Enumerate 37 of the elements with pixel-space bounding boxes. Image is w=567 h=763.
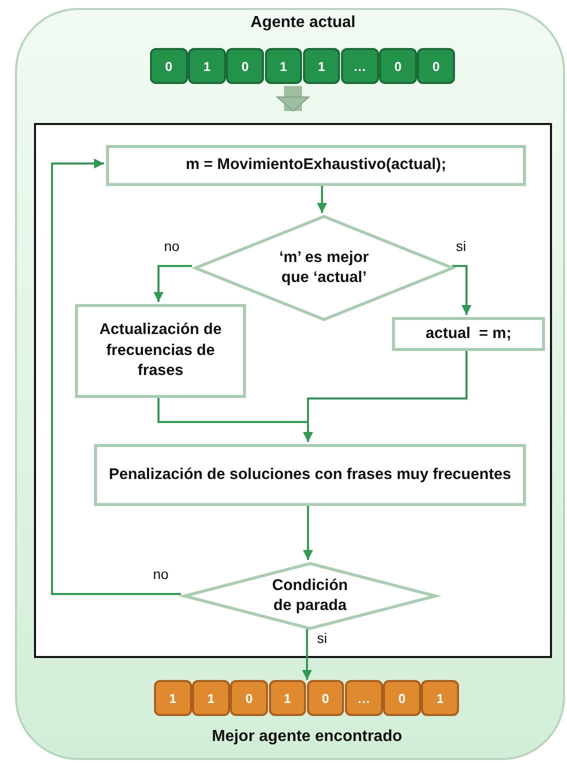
arrow [154, 265, 192, 302]
bit-cell: 0 [379, 48, 417, 84]
arrow [302, 628, 312, 680]
bit-cell: 0 [417, 48, 455, 84]
bit-cell: 1 [154, 680, 192, 716]
decision-text: ‘m’ es mejor que ‘actual’ [278, 248, 370, 288]
arrow [303, 349, 468, 442]
bit-cell: 1 [421, 680, 459, 716]
process-box: m = MovimientoExhaustivo(actual); [106, 145, 526, 186]
bit-cell: 0 [226, 48, 264, 84]
bit-cell: … [341, 48, 378, 84]
bit-cell: … [345, 680, 382, 716]
array-caption: Agente actual [250, 14, 356, 32]
edge-label: si [455, 238, 468, 254]
bit-cell: 1 [264, 48, 302, 84]
array-caption: Mejor agente encontrado [210, 728, 404, 746]
arrow [51, 158, 181, 595]
loop-frame [34, 123, 552, 658]
bit-cell: 0 [150, 48, 188, 84]
bit-cell: 1 [192, 680, 230, 716]
bit-cell: 1 [302, 48, 340, 84]
bit-cell: 1 [268, 680, 306, 716]
decision-text: Condición de parada [271, 576, 349, 616]
process-box: Actualización de frecuencias de frases [75, 304, 246, 398]
arrow [303, 504, 313, 560]
arrow [317, 184, 327, 213]
bit-cell: 0 [383, 680, 421, 716]
bit-cell: 0 [230, 680, 268, 716]
process-box: actual = m; [392, 317, 545, 351]
edge-label: si [316, 630, 328, 646]
edge-label: no [152, 566, 170, 582]
process-box: Penalización de soluciones con frases muy frecuentes [94, 444, 526, 506]
bit-cell: 0 [306, 680, 344, 716]
block-arrow [276, 86, 310, 112]
bit-cell: 1 [188, 48, 226, 84]
arrow [452, 265, 472, 315]
edge-label: no [163, 238, 181, 254]
